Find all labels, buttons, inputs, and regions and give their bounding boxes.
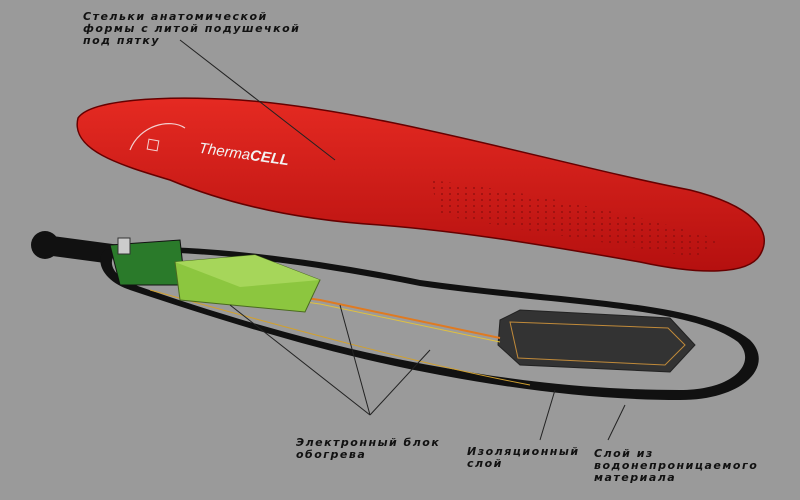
heated-sole	[31, 231, 759, 400]
heating-unit-label: Электронный блок обогрева	[296, 436, 441, 461]
waterproof-layer-label: Слой из водонепроницаемого материала	[594, 447, 759, 484]
insole-label: Стельки анатомической формы с литой поду…	[83, 10, 301, 47]
leader-lines	[179, 39, 626, 441]
insulation-label: Изоляционный слой	[467, 445, 580, 470]
heating-element	[497, 309, 696, 373]
red-insole	[76, 97, 765, 272]
